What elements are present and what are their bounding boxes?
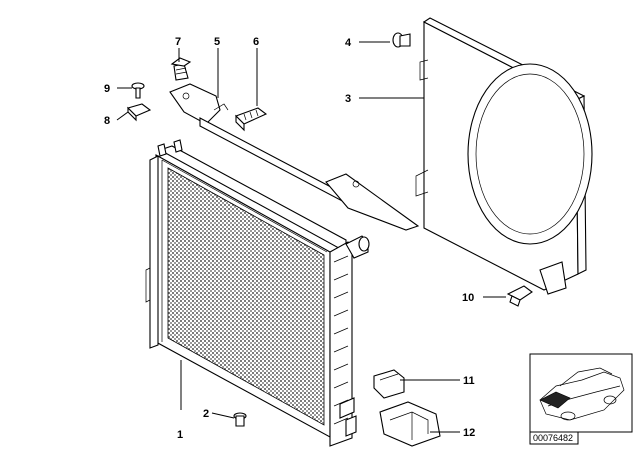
mount-part-11 bbox=[373, 369, 405, 399]
screw-part-9 bbox=[131, 82, 145, 99]
car-icon bbox=[539, 367, 625, 421]
upper-bracket bbox=[169, 83, 420, 231]
callout-5: 5 bbox=[214, 36, 220, 48]
grommet-part-7 bbox=[170, 57, 192, 81]
callout-10: 10 bbox=[462, 292, 474, 304]
callout-1: 1 bbox=[177, 429, 183, 441]
vehicle-thumbnail: 00076482 bbox=[529, 353, 633, 445]
callout-7: 7 bbox=[175, 36, 181, 48]
bracket-part-12 bbox=[379, 401, 441, 447]
callout-labels: 7 5 6 4 3 9 8 10 2 1 11 12 bbox=[104, 36, 475, 441]
clip-part-6 bbox=[235, 107, 268, 132]
callout-6: 6 bbox=[253, 36, 259, 48]
reference-number: 00076482 bbox=[533, 433, 573, 443]
callout-3: 3 bbox=[345, 93, 351, 105]
bolt-part-2 bbox=[233, 412, 247, 427]
radiator bbox=[145, 139, 370, 447]
leader-lines bbox=[116, 41, 506, 433]
callout-11: 11 bbox=[463, 375, 475, 387]
clip-nut-part-8 bbox=[126, 103, 152, 122]
callout-9: 9 bbox=[104, 83, 110, 95]
callout-2: 2 bbox=[203, 408, 209, 420]
fan-shroud bbox=[415, 17, 593, 295]
callout-12: 12 bbox=[463, 427, 475, 439]
clip-part-10 bbox=[506, 285, 533, 307]
callout-4: 4 bbox=[345, 37, 352, 49]
callout-8: 8 bbox=[104, 115, 110, 127]
rivet-part-4 bbox=[392, 32, 411, 48]
